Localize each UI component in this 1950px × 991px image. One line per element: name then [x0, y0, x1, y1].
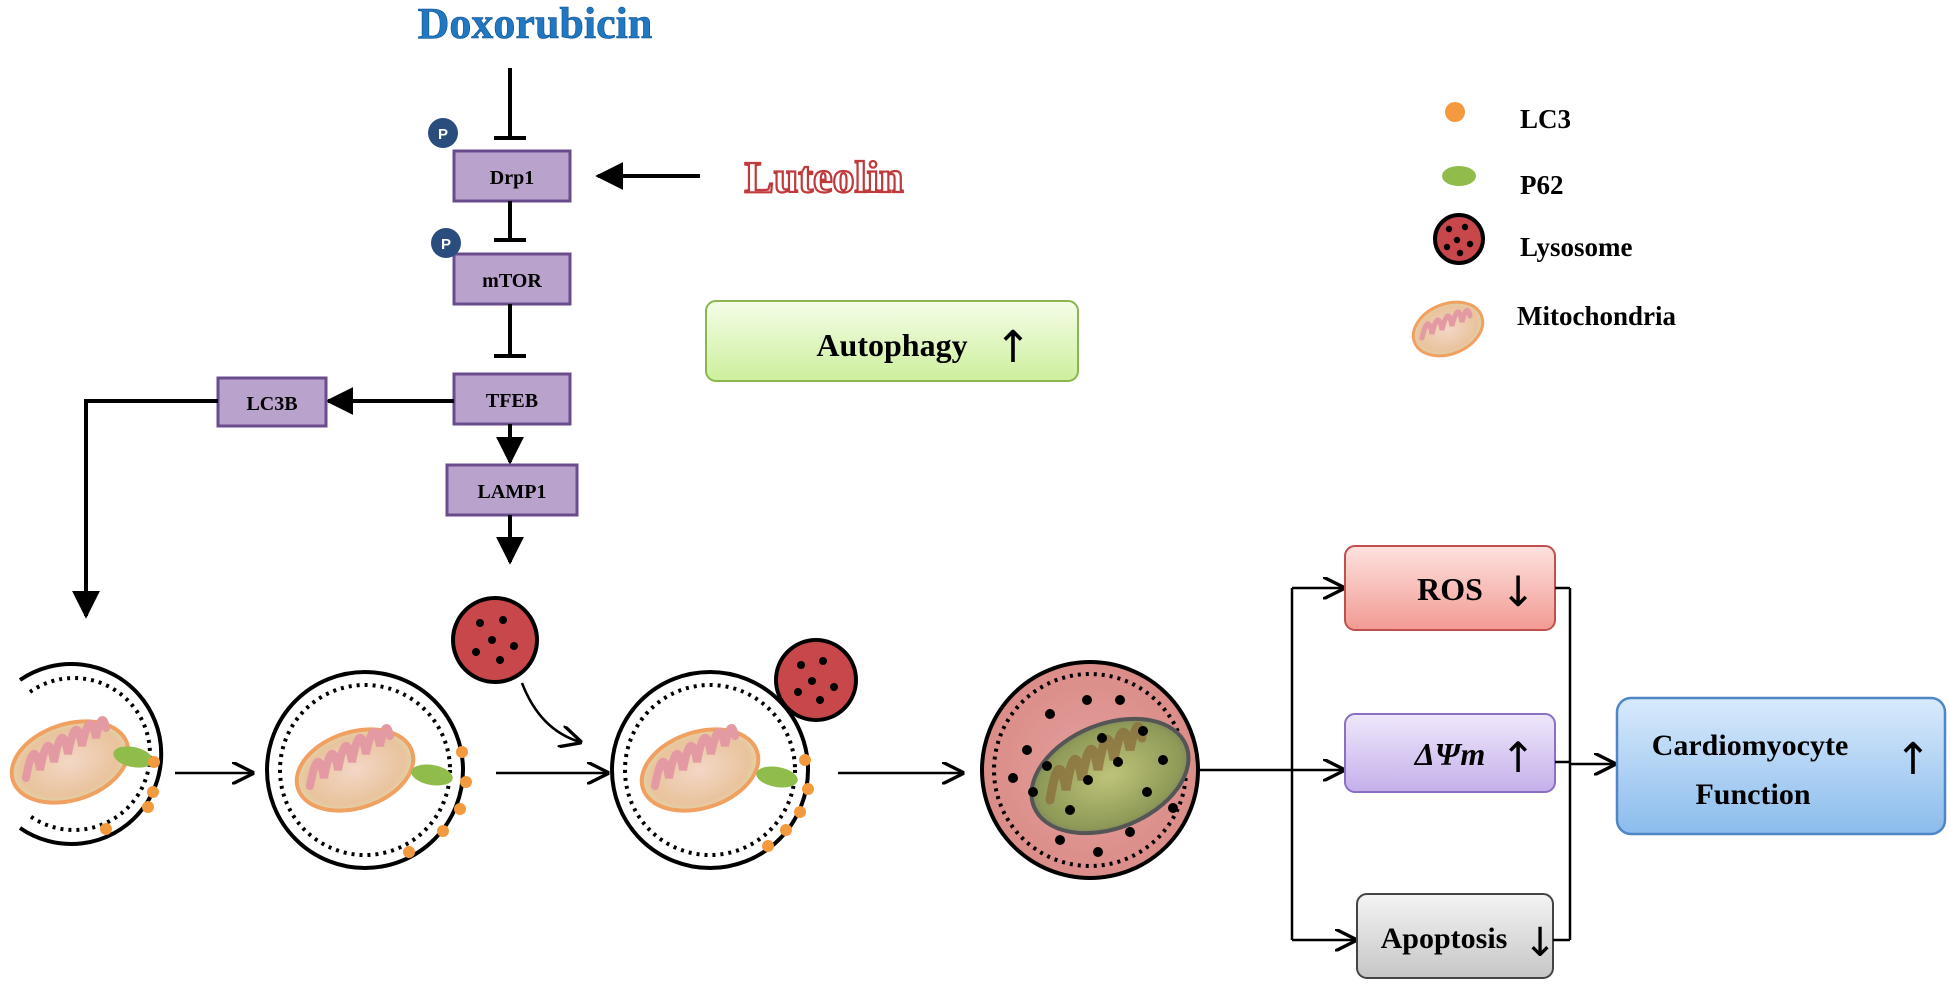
legend-lc3-label: LC3	[1520, 104, 1571, 134]
tfeb-node: TFEB	[452, 372, 572, 426]
mtor-label: mTOR	[482, 270, 542, 292]
apoptosis-arrow: ↓	[1523, 920, 1557, 966]
legend-p62-shape	[1442, 166, 1476, 186]
legend-lysosome-label: Lysosome	[1520, 232, 1633, 262]
legend-mitochondria-icon	[1411, 300, 1485, 358]
legend-mitochondria-label: Mitochondria	[1517, 301, 1676, 331]
legend-lysosome-icon	[1433, 213, 1485, 265]
drp1-label: Drp1	[490, 167, 534, 189]
drp1-phospho-label: P	[438, 126, 448, 143]
cardio-arrow: ↑	[1895, 734, 1932, 785]
mmp-box: ΔΨm ↑	[1344, 713, 1556, 793]
ros-arrow: ↓	[1500, 567, 1535, 616]
stage-autolysosome	[980, 660, 1200, 880]
mtor-node: mTOR	[452, 252, 572, 306]
drp1-phospho-badge: P	[428, 118, 458, 148]
legend: LC3 P62 Lysosome Mitochondria	[1411, 102, 1676, 358]
cardio-line2: Function	[1695, 778, 1810, 811]
mmp-arrow: ↑	[1500, 733, 1535, 782]
lysosome-fusion-arrow	[520, 682, 580, 742]
doxorubicin-label: Doxorubicin	[418, 0, 653, 48]
apoptosis-label: Apoptosis	[1381, 922, 1508, 955]
stage-phagophore	[9, 662, 164, 846]
cardio-line1: Cardiomyocyte	[1652, 729, 1849, 762]
legend-p62-label: P62	[1520, 170, 1564, 200]
luteolin-label: Luteolin	[745, 153, 904, 202]
drp1-node: Drp1	[452, 149, 572, 203]
lc3b-label: LC3B	[246, 393, 297, 415]
lc3b-to-phagophore-arrow	[72, 399, 218, 619]
mmp-label: ΔΨm	[1413, 736, 1486, 772]
autophagy-label: Autophagy	[816, 327, 967, 363]
lamp1-label: LAMP1	[478, 481, 547, 503]
mtor-inhibit-tfeb	[494, 304, 526, 358]
stage-autophagosome	[265, 670, 472, 870]
tfeb-label: TFEB	[486, 390, 538, 412]
lamp1-node: LAMP1	[445, 463, 579, 517]
lysosome-free	[451, 596, 539, 684]
lc3b-node: LC3B	[216, 376, 328, 428]
autophagy-box: Autophagy ↑	[705, 300, 1079, 382]
legend-lc3-dot	[1445, 102, 1465, 122]
ros-label: ROS	[1417, 571, 1483, 607]
autophagy-arrow: ↑	[995, 322, 1032, 373]
stage-docking	[610, 638, 858, 870]
drp1-inhibit-mtor	[494, 201, 526, 242]
mtor-phospho-label: P	[441, 236, 451, 253]
apoptosis-box: Apoptosis ↓	[1356, 893, 1557, 979]
dox-inhibit-drp1	[494, 68, 526, 140]
ros-box: ROS ↓	[1344, 545, 1556, 631]
cardiomyocyte-function-box: Cardiomyocyte Function ↑	[1615, 696, 1947, 836]
mtor-phospho-badge: P	[431, 228, 461, 258]
